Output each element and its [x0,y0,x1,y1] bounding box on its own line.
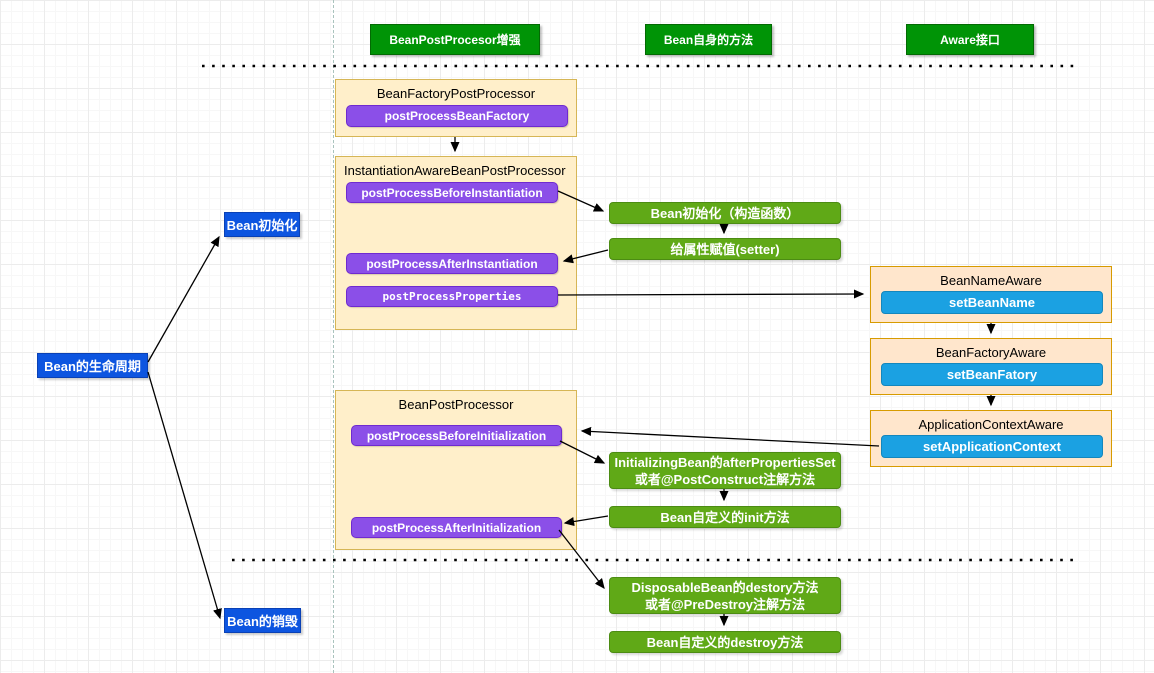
panel-bean-post-processor: BeanPostProcessor postProcessBeforeIniti… [335,390,577,550]
step-setter: 给属性赋值(setter) [609,238,841,260]
panel-bean-factory-aware: BeanFactoryAware setBeanFatory [870,338,1112,395]
header-aware-interface: Aware接口 [906,24,1034,55]
method-postProcessAfterInitialization: postProcessAfterInitialization [351,517,562,538]
step-after-properties-set: InitializingBean的afterPropertiesSet 或者@P… [609,452,841,489]
panel-application-context-aware: ApplicationContextAware setApplicationCo… [870,410,1112,467]
panel-bean-post-processor-title: BeanPostProcessor [398,397,514,412]
step-after-properties-set-line2: 或者@PostConstruct注解方法 [634,471,816,487]
panel-instantiation-aware-title: InstantiationAwareBeanPostProcessor [344,163,566,178]
method-setBeanName: setBeanName [881,291,1103,314]
page-boundary-line [333,0,334,673]
panel-bean-factory-aware-title: BeanFactoryAware [935,345,1047,360]
node-bean-init: Bean初始化 [224,212,300,237]
node-bean-destroy: Bean的销毁 [224,608,301,633]
method-postProcessBeforeInitialization: postProcessBeforeInitialization [351,425,562,446]
method-postProcessProperties: postProcessProperties [346,286,558,307]
step-disposable-destroy: DisposableBean的destory方法 或者@PreDestroy注解… [609,577,841,614]
method-postProcessBeanFactory: postProcessBeanFactory [346,105,568,127]
node-bean-lifecycle: Bean的生命周期 [37,353,148,378]
step-custom-destroy: Bean自定义的destroy方法 [609,631,841,653]
panel-bean-name-aware: BeanNameAware setBeanName [870,266,1112,323]
panel-bean-factory-post-processor: BeanFactoryPostProcessor postProcessBean… [335,79,577,137]
step-custom-init: Bean自定义的init方法 [609,506,841,528]
method-postProcessBeforeInstantiation: postProcessBeforeInstantiation [346,182,558,203]
step-constructor: Bean初始化（构造函数） [609,202,841,224]
panel-bean-name-aware-title: BeanNameAware [940,273,1042,288]
panel-instantiation-aware-bean-post-processor: InstantiationAwareBeanPostProcessor post… [335,156,577,330]
step-disposable-destroy-line1: DisposableBean的destory方法 [631,579,819,595]
method-postProcessAfterInstantiation: postProcessAfterInstantiation [346,253,558,274]
method-setBeanFatory: setBeanFatory [881,363,1103,386]
panel-bean-factory-post-processor-title: BeanFactoryPostProcessor [376,86,536,101]
step-after-properties-set-line1: InitializingBean的afterPropertiesSet [614,454,836,470]
method-setApplicationContext: setApplicationContext [881,435,1103,458]
panel-application-context-aware-title: ApplicationContextAware [918,417,1064,432]
header-beanpostprocessor-enhance: BeanPostProcesor增强 [370,24,540,55]
header-bean-own-methods: Bean自身的方法 [645,24,772,55]
step-disposable-destroy-line2: 或者@PreDestroy注解方法 [644,596,806,612]
